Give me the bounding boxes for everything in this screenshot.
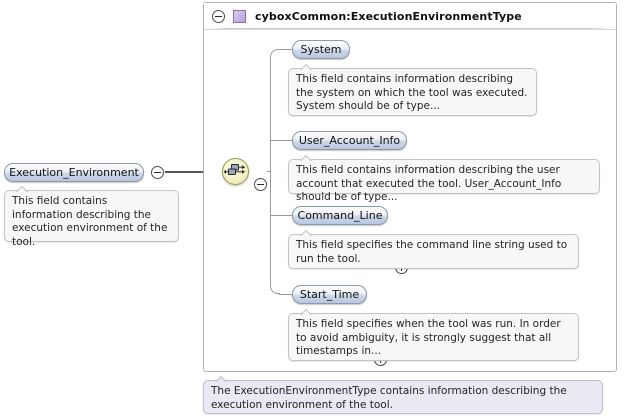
- element-node-label: Command_Line: [297, 209, 383, 222]
- element-node-user-account-info[interactable]: User_Account_Info: [292, 131, 407, 150]
- sequence-compositor-icon[interactable]: [222, 158, 249, 185]
- element-node-command-line[interactable]: Command_Line: [292, 206, 388, 225]
- branch-connector-command-line: [270, 215, 293, 216]
- header-divider: [210, 28, 610, 29]
- branch-connector-system: [279, 49, 293, 50]
- annotation-start-time: This field specifies when the tool was r…: [288, 313, 579, 361]
- connector-root-to-sequence: [165, 171, 223, 173]
- complex-type-icon: [233, 9, 246, 23]
- annotation-text: The ExecutionEnvironmentType contains in…: [211, 385, 567, 411]
- annotation-text: This field specifies when the tool was r…: [296, 318, 561, 358]
- element-node-label: Execution_Environment: [9, 166, 139, 179]
- complex-type-title: cyboxCommon:ExecutionEnvironmentType: [255, 9, 522, 23]
- complex-type-header: cyboxCommon:ExecutionEnvironmentType: [204, 3, 616, 30]
- annotation-command-line: This field specifies the command line st…: [288, 234, 579, 269]
- element-node-execution-environment[interactable]: Execution_Environment: [4, 163, 144, 182]
- annotation-complex-type: The ExecutionEnvironmentType contains in…: [203, 380, 603, 414]
- type-collapse-expander[interactable]: [212, 9, 225, 23]
- callout-tail: [215, 375, 227, 382]
- annotation-user-account-info: This field contains information describi…: [288, 159, 600, 203]
- element-node-label: Start_Time: [299, 288, 360, 301]
- connector-sequence-to-spine: [267, 171, 270, 172]
- annotation-execution-environment: This field contains information describi…: [4, 190, 179, 248]
- element-node-label: User_Account_Info: [298, 134, 401, 147]
- element-node-start-time[interactable]: Start_Time: [292, 285, 367, 304]
- root-collapse-expander[interactable]: [151, 166, 164, 179]
- annotation-text: This field contains information describi…: [12, 195, 168, 248]
- element-node-label: System: [300, 43, 342, 56]
- annotation-text: This field specifies the command line st…: [296, 239, 568, 265]
- callout-tail: [16, 185, 28, 192]
- sequence-collapse-expander[interactable]: [254, 178, 267, 191]
- annotation-text: This field contains information describi…: [296, 73, 528, 113]
- callout-tail: [300, 63, 312, 70]
- annotation-text: This field contains information describi…: [296, 164, 562, 204]
- callout-tail: [300, 308, 312, 315]
- tree-spine-upper: [270, 49, 280, 172]
- element-node-system[interactable]: System: [292, 40, 350, 59]
- branch-connector-start-time: [279, 294, 293, 295]
- tree-spine-lower: [270, 171, 280, 294]
- callout-tail: [300, 154, 312, 161]
- annotation-system: This field contains information describi…: [288, 68, 537, 116]
- callout-tail: [300, 229, 312, 236]
- branch-connector-user-account-info: [270, 140, 293, 141]
